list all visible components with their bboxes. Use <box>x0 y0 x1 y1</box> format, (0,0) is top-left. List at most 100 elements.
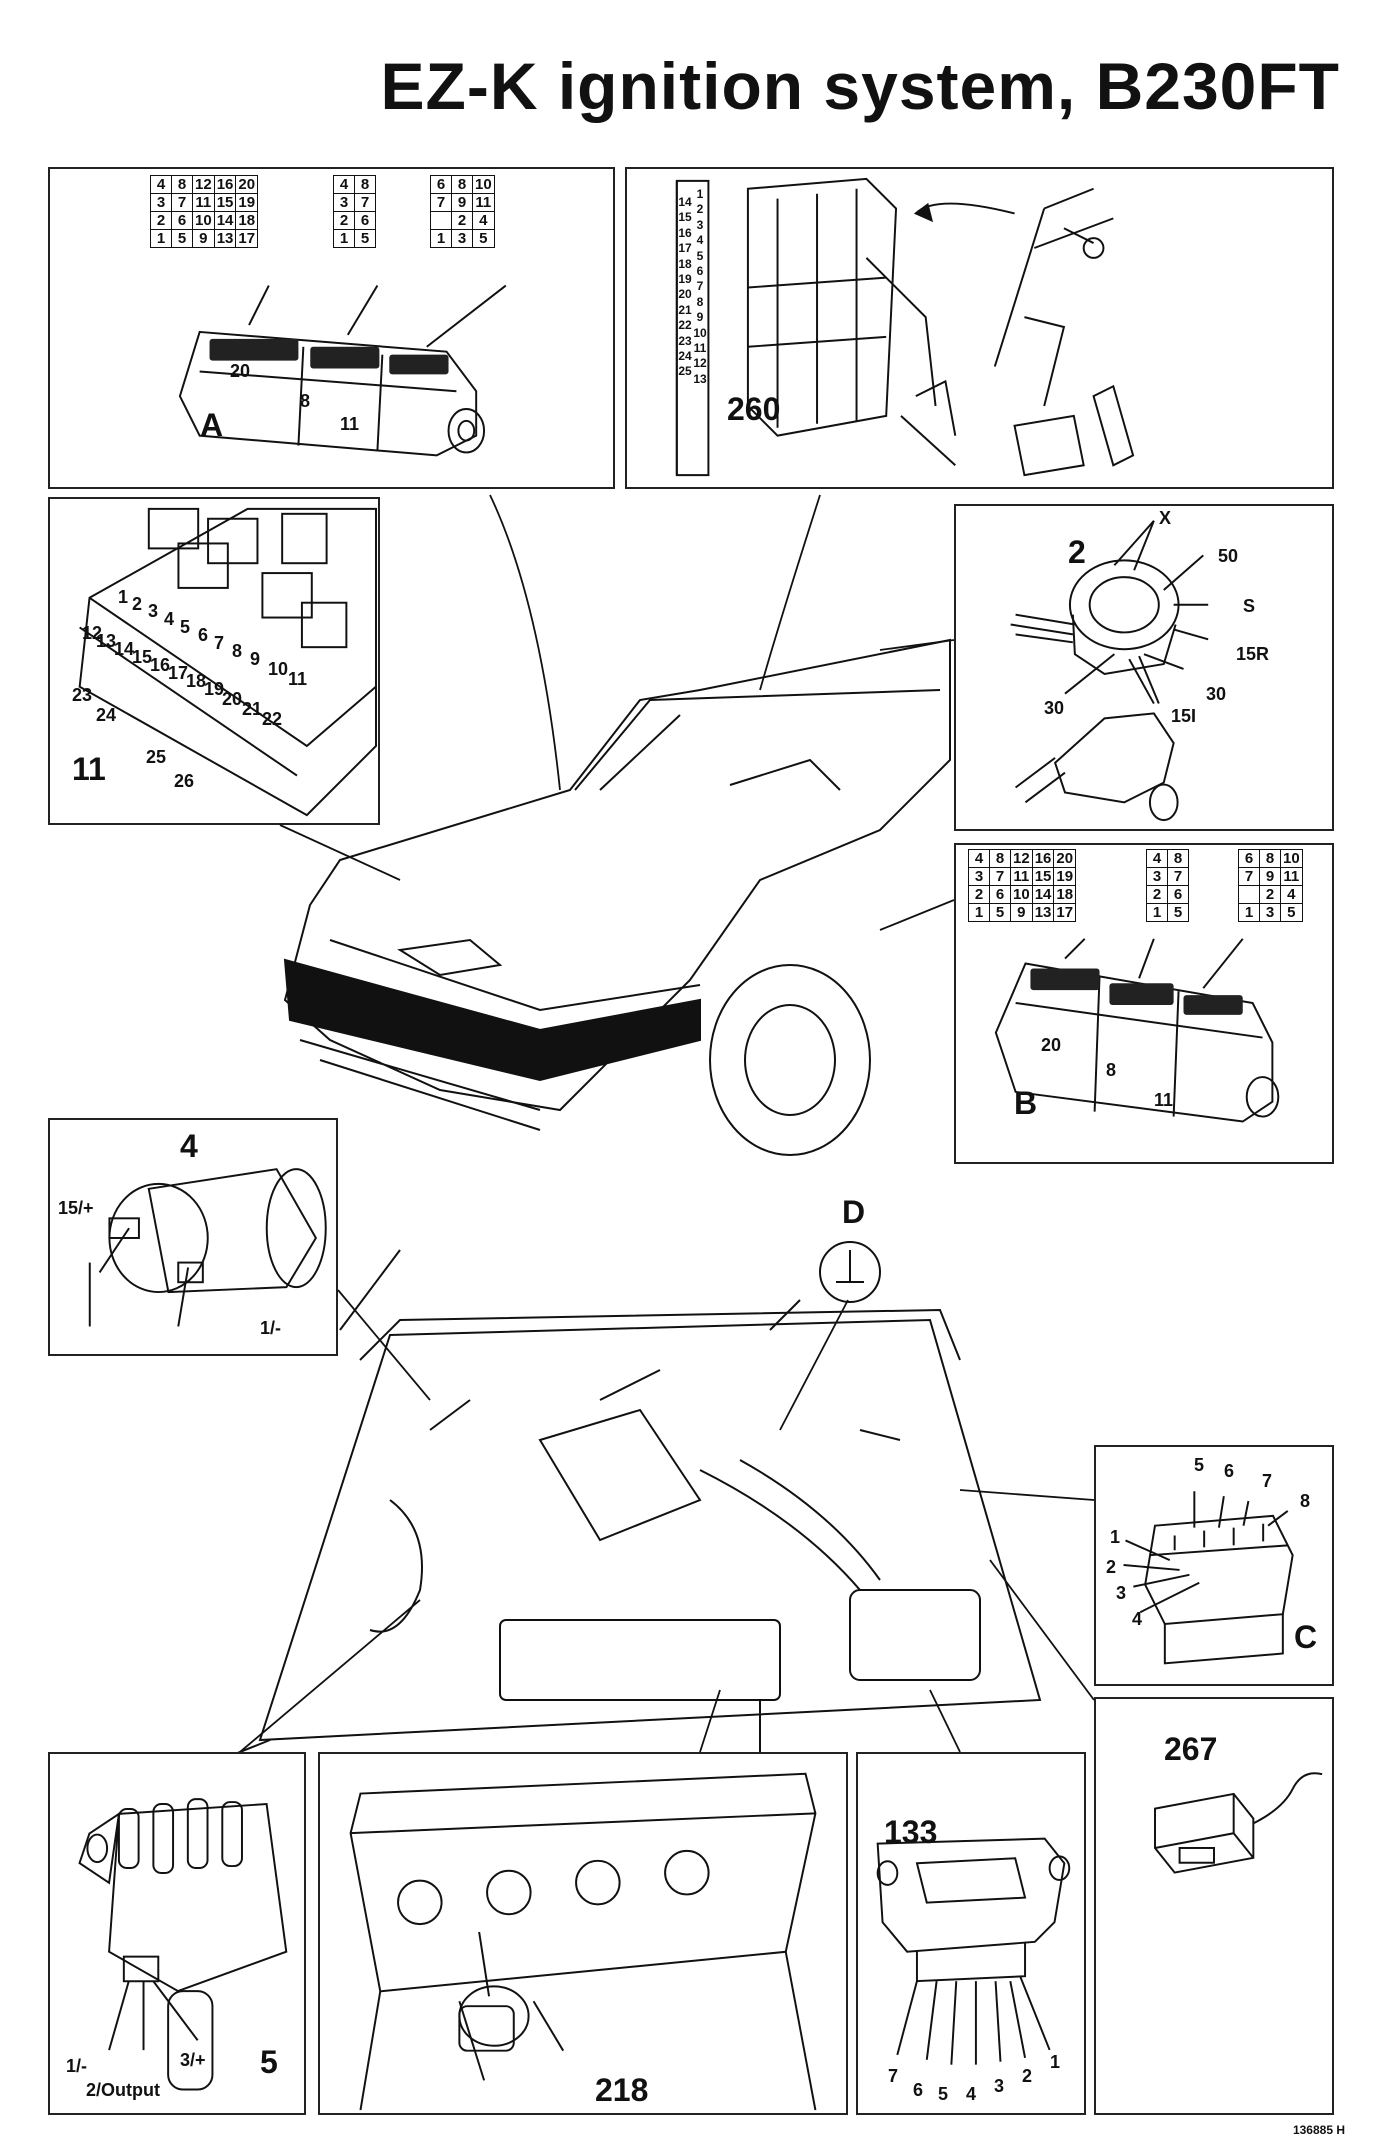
fuse-3: 3 <box>148 601 159 621</box>
fuse-6: 6 <box>198 625 209 645</box>
connector-b-drawing <box>994 938 1280 1123</box>
connector-b-section-8: 8 <box>1106 1060 1117 1080</box>
connector-a-section-20: 20 <box>230 361 251 381</box>
coil-terminal-neg: 1/- <box>260 1318 282 1338</box>
connector-c-pin-1: 1 <box>1110 1527 1121 1547</box>
fuse-13: 13 <box>96 631 117 651</box>
fuse-10: 10 <box>268 659 289 679</box>
connector-a-label: A <box>200 407 224 443</box>
fuse-26: 26 <box>174 771 195 791</box>
panel-ignition-coil-4: 4 15/+ 1/- <box>48 1118 338 1356</box>
panel-ignition-module-133: 133 7 6 5 4 3 2 1 <box>856 1752 1086 2115</box>
connector-a-drawing <box>178 284 507 457</box>
fuse-24: 24 <box>96 705 117 725</box>
module-pin-7: 7 <box>888 2066 899 2086</box>
coil-terminal-pos: 15/+ <box>58 1198 94 1218</box>
connector-c-drawing <box>1123 1491 1294 1665</box>
engine-block-218-label: 218 <box>595 2072 649 2108</box>
module-pin-2: 2 <box>1022 2066 1033 2086</box>
fuse-14: 14 <box>114 639 135 659</box>
connector-c-pin-2: 2 <box>1106 1557 1117 1577</box>
module-pin-4: 4 <box>966 2084 977 2104</box>
panel-component-267: 267 <box>1094 1697 1334 2115</box>
page-title: EZ-K ignition system, B230FT <box>380 49 1340 123</box>
ignition-switch-2-drawing <box>1010 520 1209 822</box>
fuse-12: 12 <box>82 623 103 643</box>
control-unit-260-drawing <box>675 177 1135 477</box>
fuse-box-11-drawing <box>78 507 377 817</box>
fuse-23: 23 <box>72 685 93 705</box>
control-unit-260-label: 260 <box>727 391 781 427</box>
connector-c-pin-7: 7 <box>1262 1471 1273 1491</box>
panel-connector-c: 1 2 3 4 5 6 7 8 C <box>1094 1445 1334 1686</box>
terminal-15r: 15R <box>1236 644 1270 664</box>
ignition-coil-4-label: 4 <box>180 1128 198 1164</box>
distributor-terminal-1: 1/- <box>66 2056 88 2076</box>
connector-b-section-11: 11 <box>1154 1090 1174 1110</box>
ignition-switch-2-label: 2 <box>1068 534 1086 570</box>
module-pin-5: 5 <box>938 2084 949 2104</box>
fuse-20: 20 <box>222 689 243 709</box>
fuse-box-11-label: 11 <box>72 751 106 787</box>
connector-c-pin-6: 6 <box>1224 1461 1235 1481</box>
panel-engine-block-218: 218 <box>318 1752 848 2115</box>
terminal-30-right: 30 <box>1206 684 1227 704</box>
fuse-1: 1 <box>118 587 129 607</box>
terminal-s: S <box>1243 596 1256 616</box>
connector-b-section-20: 20 <box>1041 1035 1062 1055</box>
connector-c-pin-4: 4 <box>1132 1609 1143 1629</box>
fuse-16: 16 <box>150 655 171 675</box>
terminal-30-left: 30 <box>1044 698 1065 718</box>
module-pin-3: 3 <box>994 2076 1005 2096</box>
distributor-terminal-3: 3/+ <box>180 2050 206 2070</box>
fuse-21: 21 <box>242 699 263 719</box>
ignition-module-133-label: 133 <box>884 1814 938 1850</box>
connector-c-pin-3: 3 <box>1116 1583 1127 1603</box>
ground-icon <box>819 1241 881 1303</box>
module-pin-6: 6 <box>913 2080 924 2100</box>
terminal-x: X <box>1159 508 1172 528</box>
distributor-terminal-2: 2/Output <box>86 2080 160 2100</box>
fuse-8: 8 <box>232 641 243 661</box>
connector-c-label: C <box>1294 1619 1318 1655</box>
fuse-5: 5 <box>180 617 191 637</box>
fuse-7: 7 <box>214 633 225 653</box>
distributor-5-drawing <box>78 1798 288 2091</box>
fuse-19: 19 <box>204 679 225 699</box>
figure-reference: 136885 H <box>1292 2123 1345 2137</box>
component-267-label: 267 <box>1164 1731 1218 1767</box>
distributor-5-label: 5 <box>260 2044 278 2080</box>
panel-ignition-switch-2: 2 X 50 S 15R 30 30 15I <box>954 504 1334 831</box>
ground-point-d: D <box>810 1194 890 1304</box>
terminal-50: 50 <box>1218 546 1239 566</box>
fuse-2: 2 <box>132 594 143 614</box>
fuse-4: 4 <box>164 609 175 629</box>
panel-distributor-5: 1/- 3/+ 2/Output 5 <box>48 1752 306 2115</box>
ignition-coil-4-drawing <box>88 1168 327 1327</box>
panel-fuse-box-11: 1 2 3 4 5 6 7 8 9 10 11 12 13 14 15 16 1… <box>48 497 380 825</box>
connector-c-pin-8: 8 <box>1300 1491 1311 1511</box>
fuse-15: 15 <box>132 647 153 667</box>
fuse-11: 11 <box>288 669 308 689</box>
connector-b-label: B <box>1014 1085 1038 1121</box>
module-pin-1: 1 <box>1050 2052 1061 2072</box>
connector-a-section-8: 8 <box>300 391 311 411</box>
connector-c-pin-5: 5 <box>1194 1455 1205 1475</box>
fuse-25: 25 <box>146 747 167 767</box>
ignition-module-133-drawing <box>876 1837 1071 2065</box>
ground-d-label: D <box>842 1194 866 1230</box>
terminal-15i: 15I <box>1171 706 1197 726</box>
connector-a-section-11: 11 <box>340 414 360 434</box>
